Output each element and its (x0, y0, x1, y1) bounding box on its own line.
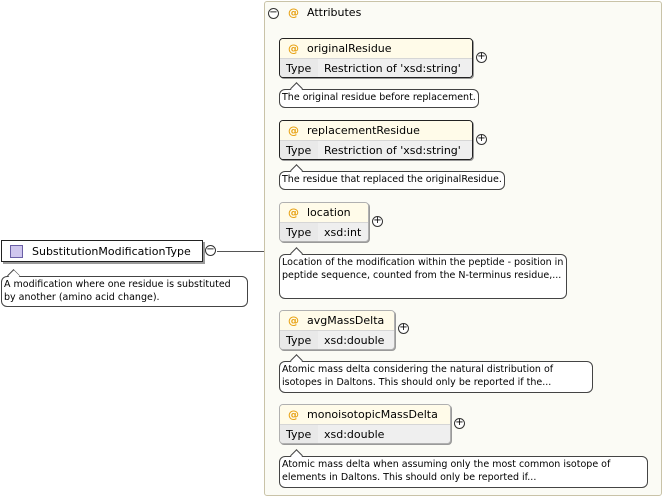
collapse-complex-type-icon[interactable]: − (205, 244, 216, 256)
expand-location-icon[interactable]: + (372, 215, 383, 227)
type-value: xsd:double (318, 425, 450, 443)
attribute-name: location (307, 206, 351, 219)
attribute-box-monoisotopicMassDelta[interactable]: @ monoisotopicMassDelta Type xsd:double (279, 404, 451, 444)
type-label: Type (286, 427, 312, 441)
expand-monoisotopicMassDelta-icon[interactable]: + (454, 417, 465, 429)
attribute-at-icon: @ (288, 314, 299, 327)
type-label: Type (286, 225, 312, 239)
attributes-group-label: Attributes (307, 6, 362, 19)
complex-type-documentation: A modification where one residue is subs… (1, 276, 248, 307)
attribute-at-icon: @ (288, 408, 299, 421)
type-value: Restriction of 'xsd:string' (318, 59, 472, 77)
attributes-at-icon: @ (288, 6, 299, 19)
complex-type-name: SubstitutionModificationType (32, 244, 191, 258)
attribute-box-replacementResidue[interactable]: @ replacementResidue Type Restriction of… (279, 120, 473, 160)
attribute-name: avgMassDelta (307, 314, 385, 327)
attribute-documentation: Location of the modification within the … (279, 254, 567, 299)
attribute-documentation: The residue that replaced the originalRe… (279, 171, 505, 190)
attribute-name: replacementResidue (307, 124, 420, 137)
type-label: Type (286, 333, 312, 347)
expand-replacementResidue-icon[interactable]: + (476, 133, 487, 145)
type-value: xsd:double (318, 331, 394, 349)
attribute-at-icon: @ (288, 206, 299, 219)
attribute-documentation: Atomic mass delta considering the natura… (279, 361, 593, 393)
attribute-documentation: Atomic mass delta when assuming only the… (279, 456, 648, 488)
type-label: Type (286, 143, 312, 157)
attribute-box-location[interactable]: @ location Type xsd:int (279, 202, 369, 242)
attribute-documentation: The original residue before replacement. (279, 89, 479, 108)
attribute-name: originalResidue (307, 42, 392, 55)
attribute-at-icon: @ (288, 42, 299, 55)
attribute-at-icon: @ (288, 124, 299, 137)
type-value: xsd:int (318, 223, 368, 241)
attribute-box-avgMassDelta[interactable]: @ avgMassDelta Type xsd:double (279, 310, 395, 350)
expand-originalResidue-icon[interactable]: + (476, 51, 487, 63)
expand-avgMassDelta-icon[interactable]: + (398, 322, 409, 334)
complex-type-icon (10, 244, 23, 258)
connector-line (217, 251, 264, 252)
complex-type-box[interactable]: SubstitutionModificationType (1, 240, 203, 262)
collapse-attributes-icon[interactable]: − (268, 7, 279, 19)
attribute-box-originalResidue[interactable]: @ originalResidue Type Restriction of 'x… (279, 38, 473, 78)
attribute-name: monoisotopicMassDelta (307, 408, 438, 421)
type-label: Type (286, 61, 312, 75)
type-value: Restriction of 'xsd:string' (318, 141, 472, 159)
